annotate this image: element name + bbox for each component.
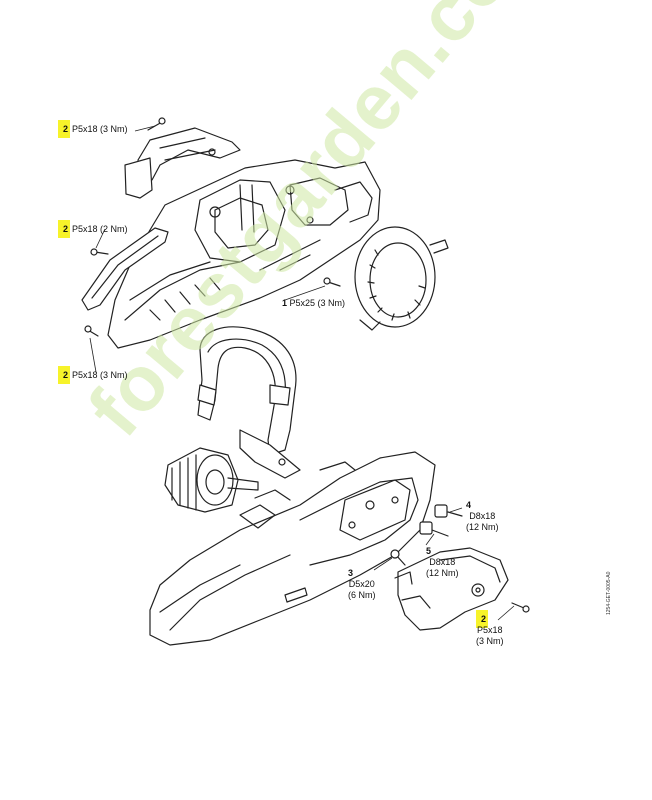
callout-screw-d5: 3 D5x20 (6 Nm) [348,568,376,601]
screw-spec: P5x25 (3 Nm) [289,298,346,308]
reference-code: 1254-GET-0005-A0 [606,571,612,615]
screw-spec: P5x18 (3 Nm) [72,370,128,380]
qty-number: 3 [348,568,354,578]
qty-highlight: 2 [58,220,71,238]
qty-highlight: 2 [476,610,489,628]
handle-part [197,326,301,479]
screw-spec: D5x20 [348,579,375,589]
qty-number: 5 [426,546,432,556]
torque-spec: (12 Nm) [426,568,459,578]
sprocket-cover-part [394,547,509,631]
leader-lines [89,125,515,621]
screw-spec: D8x18 [429,557,456,567]
screw-spec: P5x18 (2 Nm) [72,224,128,234]
callout-screw-d8-lower: 5 D8x18 (12 Nm) [426,546,459,579]
screw-spec: D8x18 [469,511,496,521]
qty-highlight: 2 [58,120,71,138]
round-end-cover [354,226,449,331]
torque-spec: (3 Nm) [476,636,504,646]
torque-spec: (12 Nm) [466,522,499,532]
side-cover-strip [81,227,169,311]
top-cover-part [124,127,241,199]
screw-spec: P5x18 (3 Nm) [72,124,128,134]
qty-number: 1 [282,298,288,308]
lower-housing-part [149,451,436,646]
callout-screw-end-cover: 1 P5x25 (3 Nm) [282,298,345,309]
qty-number: 4 [466,500,472,510]
callout-screw-d8-upper: 4 D8x18 (12 Nm) [466,500,499,533]
callout-screw-sprocket-cover: 2 P5x18 (3 Nm) [476,610,504,647]
motor-housing-half [107,159,381,349]
motor-armature-part [164,447,259,513]
qty-highlight: 2 [58,366,71,384]
screw-spec: P5x18 [476,625,503,635]
torque-spec: (6 Nm) [348,590,376,600]
screw-icons [84,117,530,613]
